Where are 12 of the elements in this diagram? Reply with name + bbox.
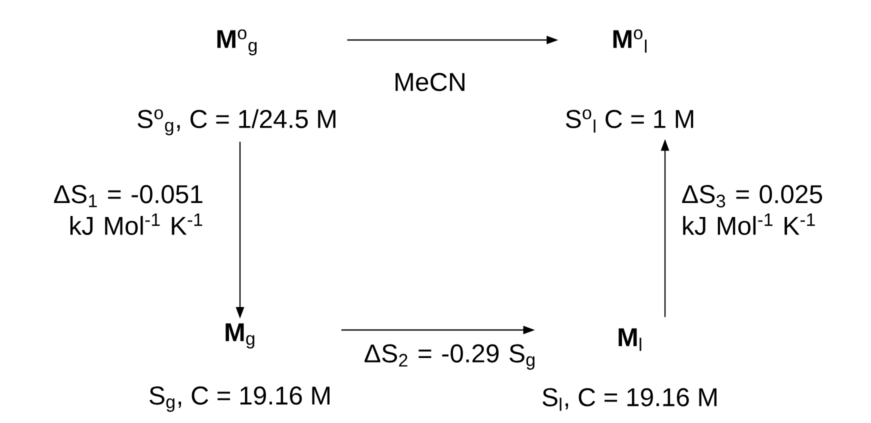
state-label: M$_{g}$ xyxy=(226,323,254,349)
concentration-label: S$_{g}$, C = 19.16 M xyxy=(150,386,330,412)
concentration-label: S$^{o}$$_{g}$, C = 1/24.5 M xyxy=(138,109,336,136)
concentration-label: S$^{o}$$_{l}$ C = 1 M xyxy=(566,109,694,133)
state-label: M$_{l}$ xyxy=(618,328,642,351)
state-label: M$^{o}$g xyxy=(217,29,257,56)
edge-label: ΔS$_{3}$ = 0.025 kJ Mol$^{-1}$ K$^{-1}$ xyxy=(682,185,822,235)
state-label: M$^{o}$l xyxy=(613,29,647,53)
edge-label: MeCN xyxy=(396,72,464,92)
edge-label: ΔS$_{1}$ = -0.051 kJ Mol$^{-1}$ K$^{-1}$ xyxy=(54,185,202,235)
concentration-label: S$_{l}$, C = 19.16 M xyxy=(542,388,716,411)
edge-label: ΔS$_{2}$ = -0.29 S$_{g}$ xyxy=(364,344,534,370)
